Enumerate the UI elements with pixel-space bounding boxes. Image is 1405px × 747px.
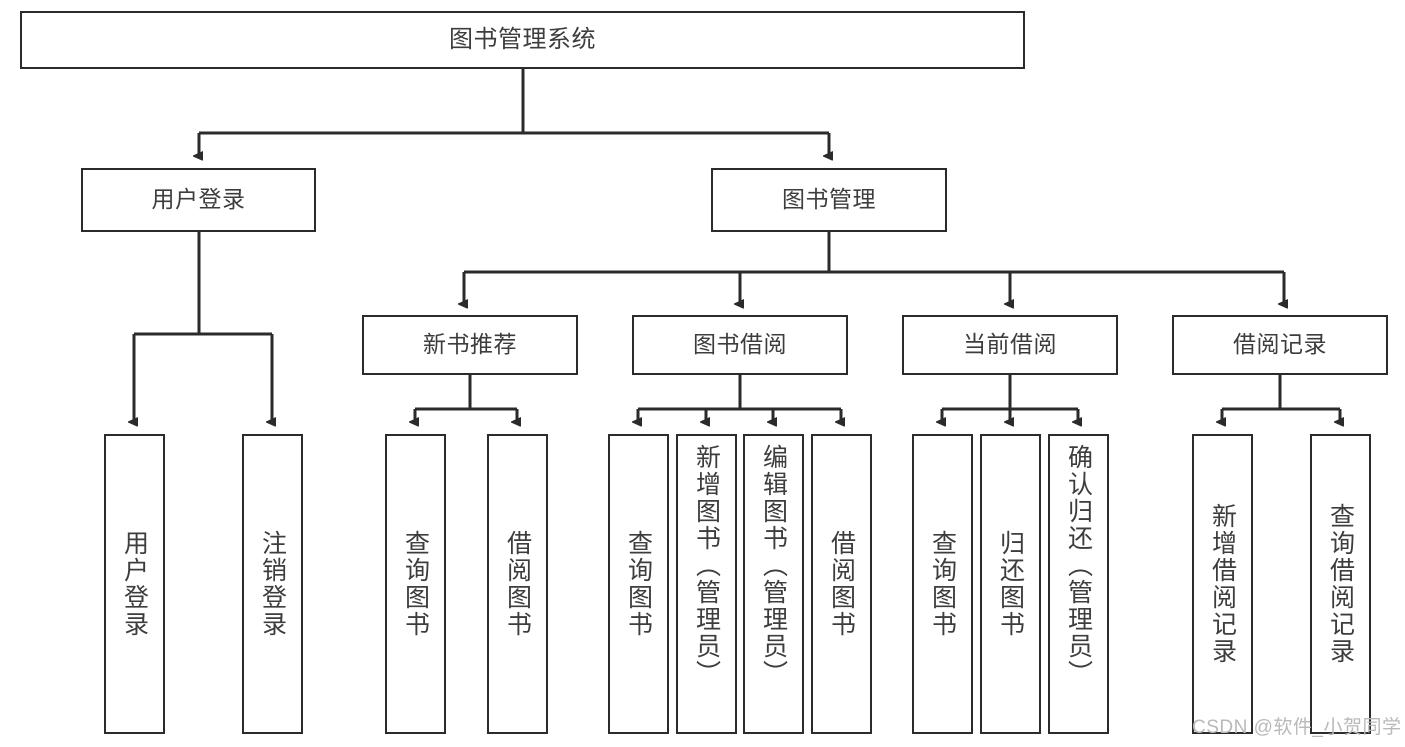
node-book-borrow[interactable]: 图书借阅 (632, 315, 848, 375)
node-leaf-borrow-book-1[interactable]: 借阅图书 (487, 434, 548, 734)
node-book-manage[interactable]: 图书管理 (711, 168, 947, 232)
node-leaf-query-record[interactable]: 查询借阅记录 (1310, 434, 1371, 734)
node-leaf-query-book-2[interactable]: 查询图书 (608, 434, 669, 734)
node-leaf-user-logout-label: 注销登录 (258, 530, 287, 638)
node-leaf-borrow-book-2[interactable]: 借阅图书 (811, 434, 872, 734)
node-leaf-borrow-book-2-label: 借阅图书 (827, 530, 856, 638)
watermark: CSDN @软件_小贺同学 (1192, 717, 1402, 738)
node-leaf-return-book-label: 归还图书 (996, 530, 1025, 638)
node-leaf-query-book-1-label: 查询图书 (401, 530, 430, 638)
node-current-borrow[interactable]: 当前借阅 (902, 315, 1118, 375)
node-leaf-return-book[interactable]: 归还图书 (980, 434, 1041, 734)
node-user-login[interactable]: 用户登录 (81, 168, 316, 232)
node-leaf-edit-book[interactable]: 编辑图书（管理员） (743, 434, 804, 734)
node-leaf-edit-book-label: 编辑图书（管理员） (759, 444, 788, 687)
node-leaf-query-book-3[interactable]: 查询图书 (912, 434, 973, 734)
node-new-book-recommend-label: 新书推荐 (423, 331, 517, 358)
node-leaf-add-book[interactable]: 新增图书（管理员） (676, 434, 737, 734)
node-borrow-record[interactable]: 借阅记录 (1172, 315, 1388, 375)
node-leaf-add-record-label: 新增借阅记录 (1208, 503, 1237, 665)
node-leaf-user-login-label: 用户登录 (120, 530, 149, 638)
node-current-borrow-label: 当前借阅 (963, 331, 1057, 358)
node-leaf-borrow-book-1-label: 借阅图书 (503, 530, 532, 638)
node-leaf-add-record[interactable]: 新增借阅记录 (1192, 434, 1253, 734)
node-leaf-query-book-3-label: 查询图书 (928, 530, 957, 638)
node-leaf-user-logout[interactable]: 注销登录 (242, 434, 303, 734)
node-leaf-user-login[interactable]: 用户登录 (104, 434, 165, 734)
node-new-book-recommend[interactable]: 新书推荐 (362, 315, 578, 375)
node-root-label: 图书管理系统 (449, 25, 596, 53)
node-leaf-query-book-1[interactable]: 查询图书 (385, 434, 446, 734)
node-root[interactable]: 图书管理系统 (20, 11, 1025, 69)
node-leaf-add-book-label: 新增图书（管理员） (692, 444, 721, 687)
node-book-borrow-label: 图书借阅 (693, 331, 787, 358)
node-user-login-label: 用户登录 (151, 186, 246, 213)
node-leaf-query-record-label: 查询借阅记录 (1326, 503, 1355, 665)
node-borrow-record-label: 借阅记录 (1233, 331, 1327, 358)
node-leaf-query-book-2-label: 查询图书 (624, 530, 653, 638)
node-leaf-confirm-return-label: 确认归还（管理员） (1064, 444, 1093, 687)
node-leaf-confirm-return[interactable]: 确认归还（管理员） (1048, 434, 1109, 734)
node-book-manage-label: 图书管理 (782, 186, 876, 213)
